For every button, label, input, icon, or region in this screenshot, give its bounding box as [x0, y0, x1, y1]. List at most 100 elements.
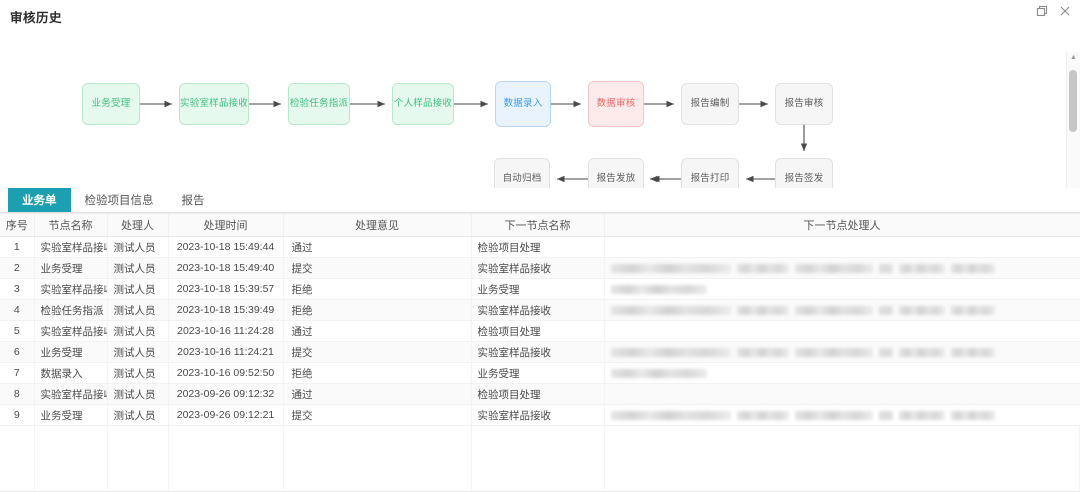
- redacted-text: [794, 410, 873, 420]
- scrollbar-track[interactable]: [1067, 64, 1080, 188]
- redacted-text: [794, 305, 873, 315]
- cell-next: 检验项目处理: [471, 320, 605, 342]
- cell-opinion: 通过: [283, 320, 472, 342]
- column-header: 处理意见: [283, 214, 472, 237]
- cell-user: 测试人员: [107, 278, 169, 300]
- redacted-text: [878, 347, 893, 357]
- cell-opinion: 提交: [283, 404, 472, 426]
- cell-node: 业务受理: [34, 257, 108, 279]
- cell-idx: 1: [0, 236, 35, 258]
- redacted-text: [610, 263, 731, 273]
- cell-node: 实验室样品接收: [34, 320, 108, 342]
- redacted-text: [736, 263, 789, 273]
- workflow-node[interactable]: 报告审核: [775, 83, 833, 125]
- column-header: 处理人: [107, 214, 169, 237]
- cell-user: 测试人员: [107, 362, 169, 384]
- workflow-node[interactable]: 检验任务指派: [288, 83, 350, 125]
- tab-1[interactable]: 检验项目信息: [84, 195, 154, 207]
- tab-bar: 业务单 检验项目信息 报告: [0, 188, 1080, 213]
- workflow-node[interactable]: 报告发放: [588, 158, 644, 188]
- cell-next-handler: [604, 320, 1080, 342]
- cell-next-handler: [604, 257, 1080, 279]
- workflow-node[interactable]: 报告编制: [681, 83, 739, 125]
- workflow-node[interactable]: 报告打印: [681, 158, 739, 188]
- redacted-text: [898, 410, 945, 420]
- scroll-up-icon[interactable]: ▲: [1070, 54, 1077, 61]
- redacted-text: [878, 410, 893, 420]
- redacted-text: [794, 263, 873, 273]
- workflow-node[interactable]: 实验室样品接收: [179, 83, 249, 125]
- workflow-node[interactable]: 个人样品接收: [392, 83, 454, 125]
- workflow-node[interactable]: 数据审核: [588, 81, 644, 127]
- workflow-node[interactable]: 数据录入: [495, 81, 551, 127]
- restore-icon[interactable]: [1035, 4, 1049, 18]
- cell-idx: 2: [0, 257, 35, 279]
- cell-next: 实验室样品接收: [471, 341, 605, 363]
- redacted-text: [950, 410, 995, 420]
- redacted-text: [950, 347, 995, 357]
- column-header: 处理时间: [168, 214, 284, 237]
- cell-node: 实验室样品接收: [34, 236, 108, 258]
- cell-idx: 6: [0, 341, 35, 363]
- workflow-diagram: 业务受理实验室样品接收检验任务指派个人样品接收数据录入数据审核报告编制报告审核报…: [0, 28, 1080, 188]
- redacted-text: [878, 263, 893, 273]
- cell-next-handler: [604, 404, 1080, 426]
- tab-0[interactable]: 业务单: [8, 188, 71, 212]
- window-controls: [1035, 4, 1072, 18]
- redacted-text: [898, 347, 945, 357]
- cell-next: 业务受理: [471, 362, 605, 384]
- redacted-text: [610, 284, 707, 294]
- cell-next-handler: [604, 236, 1080, 258]
- close-icon[interactable]: [1058, 4, 1072, 18]
- cell-next-handler: [604, 278, 1080, 300]
- cell-idx: 7: [0, 362, 35, 384]
- redacted-text: [610, 410, 731, 420]
- cell-node: 数据录入: [34, 362, 108, 384]
- cell-user: 测试人员: [107, 383, 169, 405]
- cell-user: 测试人员: [107, 320, 169, 342]
- column-header: 下一节点处理人: [604, 214, 1080, 237]
- cell-time: 2023-10-18 15:49:44: [168, 236, 284, 258]
- page-title: 审核历史: [10, 10, 63, 25]
- cell-node: 实验室样品接收: [34, 278, 108, 300]
- cell-opinion: 通过: [283, 236, 472, 258]
- workflow-node[interactable]: 业务受理: [82, 83, 140, 125]
- redacted-text: [794, 347, 873, 357]
- cell-next-handler: [604, 383, 1080, 405]
- redacted-text: [736, 305, 789, 315]
- table-header-row: 序号节点名称处理人处理时间处理意见下一节点名称下一节点处理人: [0, 214, 1080, 237]
- cell-opinion: 拒绝: [283, 362, 472, 384]
- workflow-node[interactable]: 报告签发: [775, 158, 833, 188]
- cell-next: 检验项目处理: [471, 383, 605, 405]
- cell-opinion: 通过: [283, 383, 472, 405]
- redacted-text: [610, 347, 731, 357]
- window-titlebar: 审核历史: [0, 0, 1080, 28]
- workflow-node[interactable]: 自动归档: [494, 158, 550, 188]
- cell-opinion: 拒绝: [283, 278, 472, 300]
- cell-time: 2023-10-16 11:24:21: [168, 341, 284, 363]
- redacted-text: [736, 347, 789, 357]
- cell-next: 检验项目处理: [471, 236, 605, 258]
- cell-user: 测试人员: [107, 341, 169, 363]
- cell-node: 检验任务指派: [34, 299, 108, 321]
- scrollbar-thumb[interactable]: [1069, 70, 1077, 132]
- redacted-text: [950, 305, 995, 315]
- cell-node: 业务受理: [34, 341, 108, 363]
- cell-node: 业务受理: [34, 404, 108, 426]
- redacted-text: [736, 410, 789, 420]
- column-header: 节点名称: [34, 214, 108, 237]
- diagram-scrollbar[interactable]: ▲ ▼: [1066, 52, 1080, 188]
- cell-next-handler: [604, 299, 1080, 321]
- tab-2[interactable]: 报告: [181, 195, 205, 207]
